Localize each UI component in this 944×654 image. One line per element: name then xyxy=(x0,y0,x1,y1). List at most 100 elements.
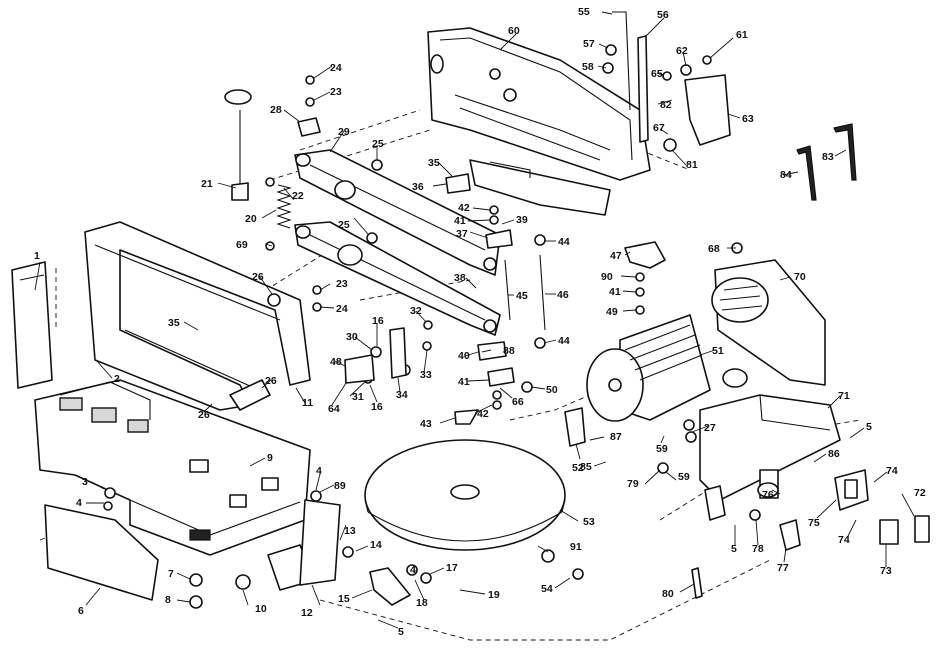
callout-label: 10 xyxy=(255,603,267,615)
callout-label: 24 xyxy=(336,303,348,315)
callout-label: 6 xyxy=(78,605,84,617)
callout-label: 4 xyxy=(410,564,416,576)
callout-label: 39 xyxy=(516,214,528,226)
switch-plate xyxy=(834,469,869,511)
callout-label: 38 xyxy=(454,272,466,284)
callout-label: 29 xyxy=(338,126,350,138)
upper-arm-link xyxy=(294,149,501,276)
callout-label: 65 xyxy=(651,68,663,80)
callout-label: 44 xyxy=(558,236,570,248)
callout-label: 42 xyxy=(477,408,489,420)
callout-label: 74 xyxy=(886,465,898,477)
callout-label: 3 xyxy=(82,476,88,488)
callout-label: 82 xyxy=(660,99,672,111)
callout-label: 66 xyxy=(512,396,524,408)
callout-label: 24 xyxy=(330,62,342,74)
callout-label: 49 xyxy=(606,306,618,318)
callout-label: 18 xyxy=(416,597,428,609)
rear-frame xyxy=(84,221,311,411)
callout-label: 23 xyxy=(330,86,342,98)
callout-label: 11 xyxy=(302,397,313,409)
callout-label: 62 xyxy=(676,45,688,57)
callout-label: 74 xyxy=(838,534,850,546)
callout-label: 31 xyxy=(352,391,364,403)
callout-label: 35 xyxy=(168,317,180,329)
blade-clamp-rod xyxy=(612,11,649,143)
callout-label: 58 xyxy=(582,61,594,73)
motor xyxy=(586,314,748,422)
callout-label: 72 xyxy=(914,487,926,499)
callout-label: 52 xyxy=(572,462,584,474)
clamp xyxy=(369,567,411,606)
front-skirt xyxy=(44,504,159,601)
callout-label: 71 xyxy=(838,390,850,402)
callout-label: 36 xyxy=(412,181,424,193)
fan-housing xyxy=(711,259,826,386)
callout-label: 46 xyxy=(557,289,569,301)
callout-label: 32 xyxy=(410,305,422,317)
table xyxy=(364,439,566,551)
callout-label: 75 xyxy=(808,517,820,529)
callout-label: 40 xyxy=(458,350,470,362)
callout-label: 47 xyxy=(610,250,622,262)
callout-label: 14 xyxy=(370,539,382,551)
hardware xyxy=(103,44,761,609)
callout-label: 23 xyxy=(336,278,348,290)
callout-label: 9 xyxy=(267,452,273,464)
callout-label: 7 xyxy=(168,568,174,580)
callout-label: 21 xyxy=(201,178,213,190)
callout-label: 91 xyxy=(570,541,582,553)
callout-label: 81 xyxy=(686,159,698,171)
small-brackets xyxy=(297,117,801,599)
callout-label: 41 xyxy=(609,286,621,298)
table-insert xyxy=(454,409,479,425)
callout-label: 45 xyxy=(516,290,528,302)
callout-label: 61 xyxy=(736,29,748,41)
base xyxy=(34,379,311,556)
switch-box xyxy=(684,74,731,146)
callout-label: 34 xyxy=(396,389,408,401)
callout-label: 67 xyxy=(653,122,665,134)
callout-label: 60 xyxy=(508,25,520,37)
callout-label: 55 xyxy=(578,6,590,18)
callout-label: 5 xyxy=(866,421,872,433)
callout-label: 28 xyxy=(270,104,282,116)
callout-label: 26 xyxy=(252,271,264,283)
hex-wrenches xyxy=(796,123,857,201)
callout-label: 1 xyxy=(34,250,40,262)
callout-label: 44 xyxy=(558,335,570,347)
callout-label: 16 xyxy=(371,401,383,413)
callout-label: 8 xyxy=(165,594,171,606)
callout-label: 51 xyxy=(712,345,724,357)
callout-label: 88 xyxy=(503,345,515,357)
callout-label: 33 xyxy=(420,369,432,381)
callout-label: 54 xyxy=(541,583,553,595)
callout-label: 84 xyxy=(780,169,792,181)
callout-label: 15 xyxy=(338,593,350,605)
callout-label: 19 xyxy=(488,589,500,601)
callout-label: 26 xyxy=(198,409,210,421)
callout-label: 89 xyxy=(334,480,346,492)
callout-label: 59 xyxy=(656,443,668,455)
callout-label: 57 xyxy=(583,38,595,50)
callout-label: 56 xyxy=(657,9,669,21)
spring xyxy=(276,184,292,229)
callout-label: 83 xyxy=(822,151,834,163)
hold-down-foot xyxy=(224,89,252,201)
callout-label: 48 xyxy=(330,356,342,368)
callout-label: 41 xyxy=(454,215,466,227)
callout-label: 87 xyxy=(610,431,622,443)
callout-label: 26 xyxy=(265,375,277,387)
callout-label: 35 xyxy=(428,157,440,169)
front-guard xyxy=(267,499,341,591)
callout-label: 42 xyxy=(458,202,470,214)
blade-guard-arm xyxy=(469,159,666,269)
callout-label: 63 xyxy=(742,113,754,125)
callout-label: 76 xyxy=(762,489,774,501)
callout-label: 73 xyxy=(880,565,892,577)
callout-label: 77 xyxy=(777,562,789,574)
callout-label: 5 xyxy=(398,626,404,638)
callout-label: 86 xyxy=(828,448,840,460)
callout-label: 64 xyxy=(328,403,340,415)
